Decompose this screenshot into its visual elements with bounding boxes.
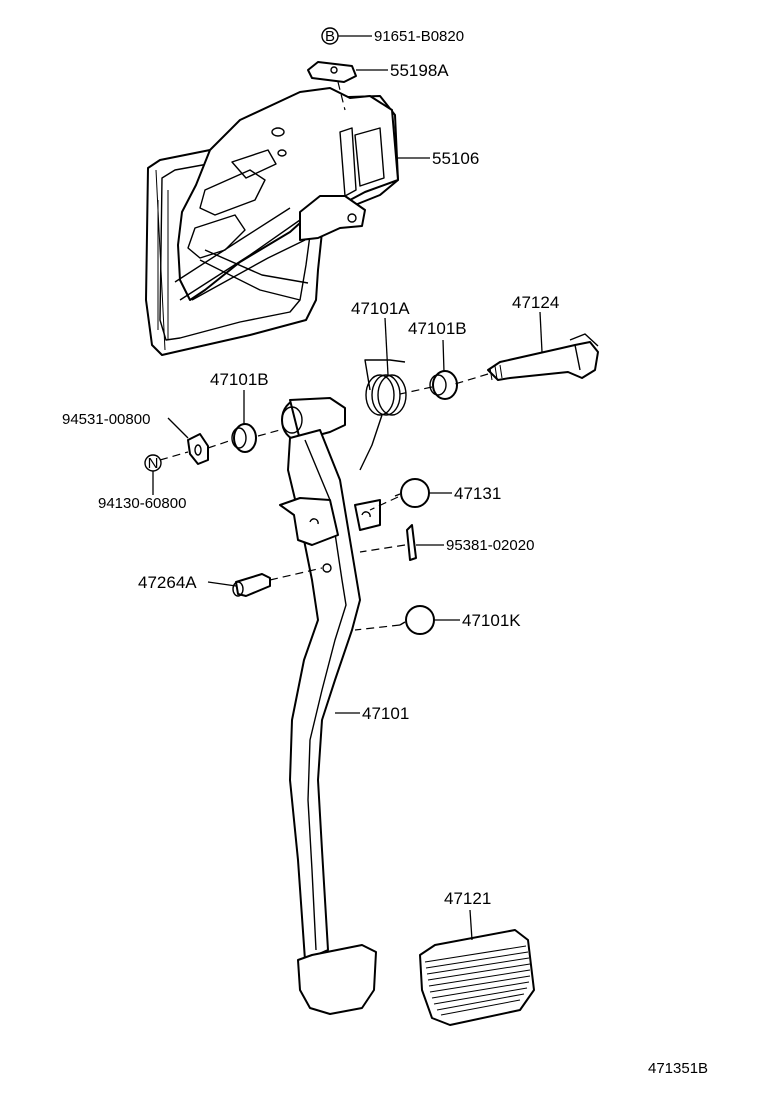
label-47131: 47131 (454, 484, 501, 503)
nut-badge: N (148, 455, 159, 472)
return-spring (359, 359, 407, 471)
bolt-b-badge: B (325, 28, 335, 45)
pedal-pad (419, 929, 535, 1026)
pedal-bracket (145, 87, 399, 356)
label-95381-02020: 95381-02020 (446, 537, 534, 554)
cotter-pin (406, 524, 417, 561)
label-47101B-left: 47101B (210, 370, 269, 389)
clevis-pin (232, 573, 271, 597)
pivot-bolt (487, 333, 599, 381)
label-55106: 55106 (432, 149, 479, 168)
cushion-upper (394, 478, 430, 508)
bushing-left (231, 423, 257, 453)
label-47101K: 47101K (462, 611, 521, 630)
label-94531-00800: 94531-00800 (62, 411, 150, 428)
leader-lines (152, 35, 543, 941)
label-47264A: 47264A (138, 573, 197, 592)
label-55198A: 55198A (390, 61, 449, 80)
label-47101: 47101 (362, 704, 409, 723)
bushing-right (429, 370, 458, 400)
label-91651-B0820: 91651-B0820 (374, 28, 464, 45)
cushion-lower (399, 605, 435, 635)
label-47121: 47121 (444, 889, 491, 908)
label-47101B-right: 47101B (408, 319, 467, 338)
drawing-code: 471351B (648, 1060, 708, 1077)
pedal-arm (279, 397, 381, 1015)
label-47101A: 47101A (351, 299, 410, 318)
washer-icon (187, 433, 209, 465)
plate-55198A (307, 61, 357, 83)
label-47124: 47124 (512, 293, 559, 312)
label-94130-60800: 94130-60800 (98, 495, 186, 512)
